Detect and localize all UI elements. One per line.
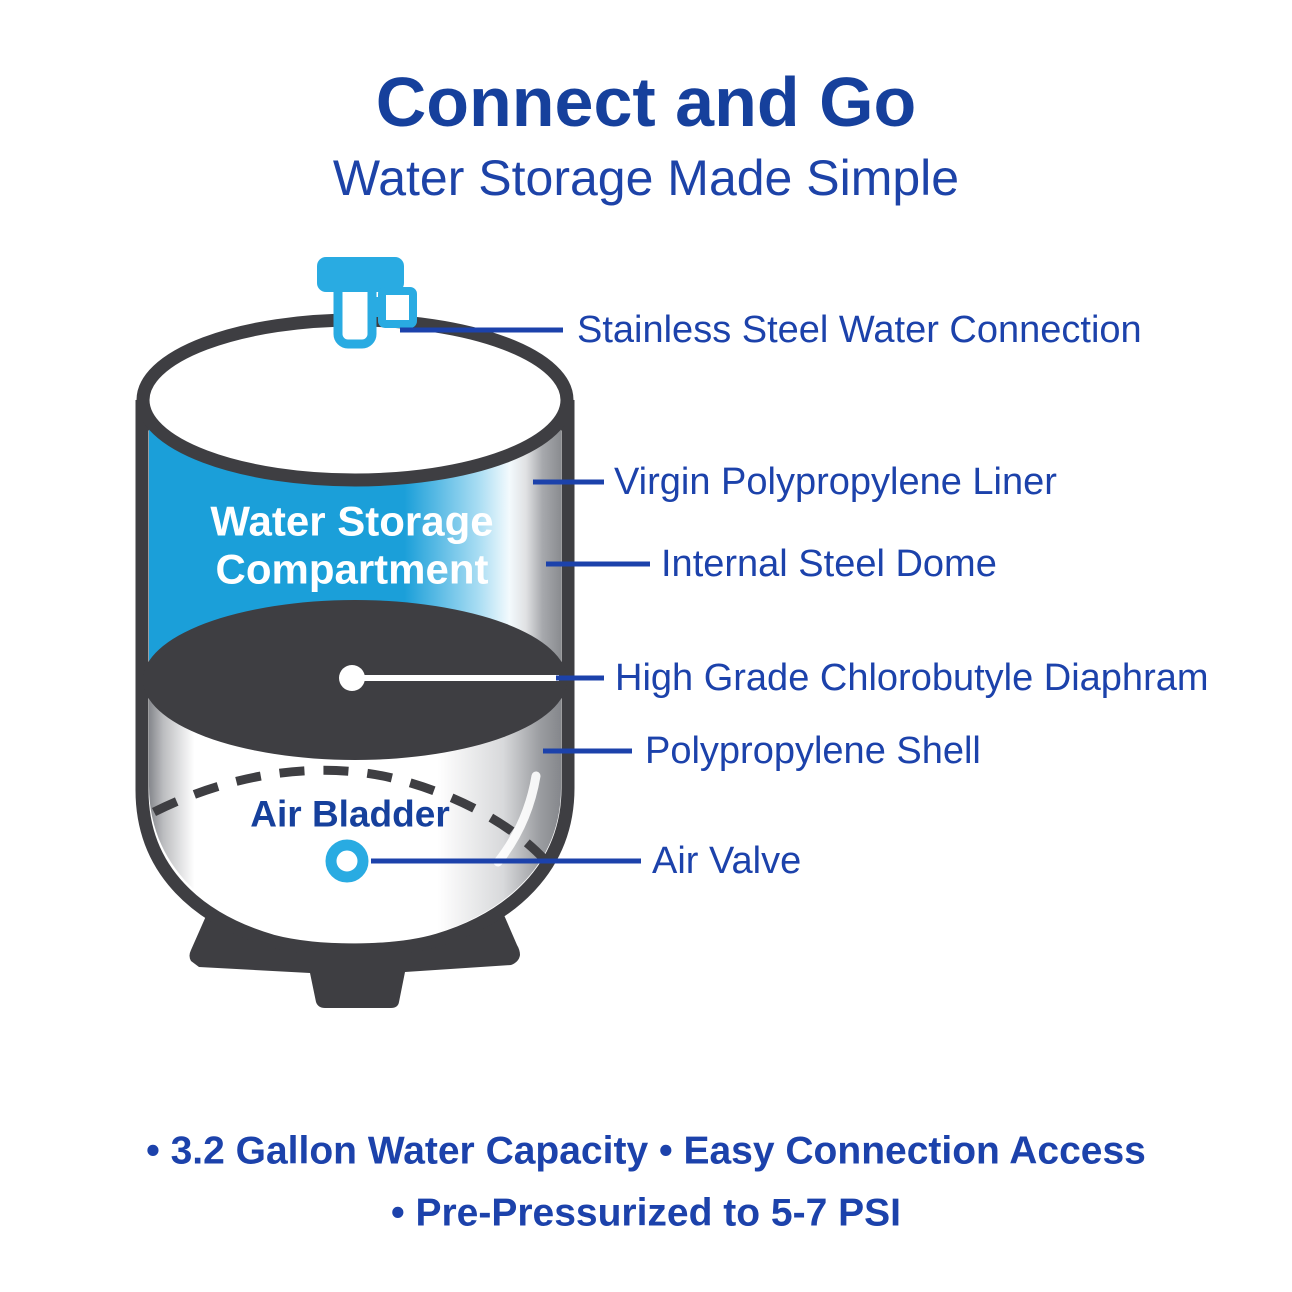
shell-highlight bbox=[493, 771, 541, 867]
compartment-label-line2: Compartment bbox=[215, 546, 488, 593]
feature-line-2: • Pre-Pressurized to 5-7 PSI bbox=[391, 1192, 901, 1235]
air-valve-icon bbox=[325, 839, 369, 883]
callout-label-shell: Polypropylene Shell bbox=[645, 730, 981, 772]
callout-label-air-valve: Air Valve bbox=[652, 840, 801, 882]
callout-label-water-connection: Stainless Steel Water Connection bbox=[577, 309, 1142, 351]
callout-label-diaphram: High Grade Chlorobutyle Diaphram bbox=[615, 657, 1209, 699]
diaphram-marker-dot bbox=[339, 665, 365, 691]
callout-label-steel-dome: Internal Steel Dome bbox=[661, 543, 997, 585]
callout-label-liner: Virgin Polypropylene Liner bbox=[614, 461, 1057, 503]
page-title: Connect and Go bbox=[376, 63, 917, 141]
feature-line-1: • 3.2 Gallon Water Capacity • Easy Conne… bbox=[146, 1130, 1146, 1173]
compartment-label-line1: Water Storage bbox=[210, 498, 493, 545]
water-storage-band bbox=[149, 418, 561, 672]
air-bladder-label: Air Bladder bbox=[250, 794, 449, 835]
page-subtitle: Water Storage Made Simple bbox=[333, 150, 959, 206]
water-connection-valve-icon bbox=[317, 257, 417, 349]
